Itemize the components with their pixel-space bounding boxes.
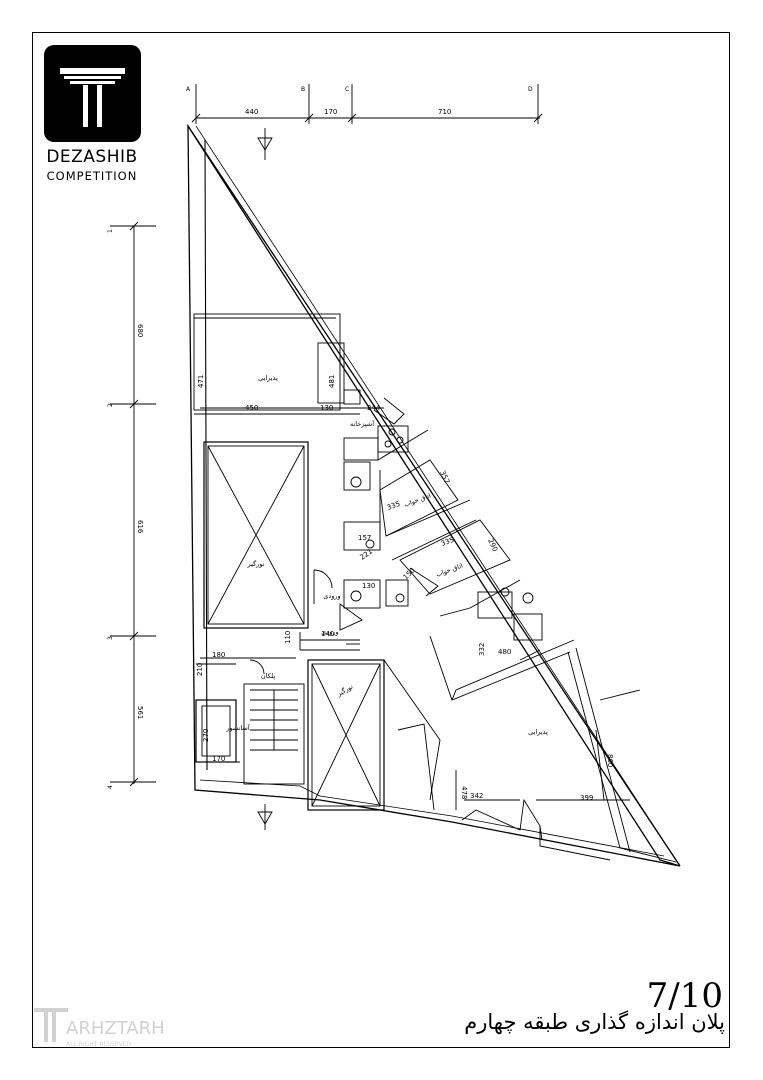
- dim-157: 157: [358, 534, 371, 542]
- brand-name: DEZASHIB: [46, 147, 138, 167]
- dim-170: 170: [212, 755, 225, 763]
- bathroom-2: [343, 579, 381, 609]
- dim-399: 399: [580, 794, 593, 802]
- dim-860: 860: [606, 754, 614, 767]
- dim-221: 221: [359, 547, 375, 561]
- dim-481: 481: [328, 375, 336, 388]
- dim-top-1: 440: [245, 108, 258, 116]
- room-label-living-bottom: پذیرایی: [528, 728, 548, 736]
- grid-label-3: 3: [107, 636, 114, 640]
- dim-270: 270: [202, 729, 210, 742]
- grid-label-4: 4: [107, 785, 114, 789]
- dim-342: 342: [470, 792, 483, 800]
- dim-left-3: 561: [136, 706, 144, 719]
- sheet-number: 7/10: [646, 976, 723, 1016]
- grid-label-c: C: [345, 86, 349, 93]
- sofa: [317, 342, 345, 404]
- grid-label-b: B: [301, 86, 305, 93]
- room-label-entrance-1: ورودی: [323, 592, 340, 600]
- dim-left-1: 680: [136, 324, 144, 337]
- dim-top-2: 170: [324, 108, 337, 116]
- dim-110: 110: [284, 631, 292, 644]
- bedroom-2: [399, 519, 511, 595]
- dim-450: 450: [245, 404, 258, 412]
- watermark-tagline: ALL RIGHT RESERVED: [66, 1041, 132, 1048]
- room-label-bedroom-2: اتاق خواب: [435, 562, 464, 579]
- room-label-elevator: آسانسور: [225, 723, 251, 732]
- grid-label-1: 1: [107, 229, 114, 233]
- dim-335b: 335: [440, 536, 455, 548]
- room-label-stairs: پلکان: [261, 672, 275, 680]
- room-label-living-top: پذیرایی: [258, 374, 278, 382]
- dim-130a: 130: [320, 404, 333, 412]
- dim-180: 180: [212, 651, 225, 659]
- brand-logo: [44, 45, 141, 142]
- grid-label-a: A: [186, 86, 191, 93]
- brand-block: DEZASHIB COMPETITION: [36, 148, 148, 184]
- dim-150: 150: [402, 566, 417, 581]
- dim-290: 290: [486, 537, 499, 553]
- dim-top-3: 710: [438, 108, 451, 116]
- room-label-lightwell-1: نورگیر: [247, 560, 265, 568]
- watermark-name: ARHZTARH: [66, 1018, 165, 1039]
- dim-left-2: 616: [136, 520, 144, 534]
- room-label-bedroom-1: اتاق خواب: [403, 492, 432, 509]
- dim-478: 478: [460, 786, 468, 799]
- room-label-entrance-2: ورودی: [321, 628, 338, 636]
- sheet-title: پلان اندازه گذاری طبقه چهارم: [464, 1010, 725, 1034]
- lightwell-1: [203, 441, 309, 629]
- dim-471: 471: [197, 375, 205, 388]
- living-room-top: [193, 313, 341, 411]
- brand-subtitle: COMPETITION: [46, 169, 138, 183]
- watermark-icon: ARHZTARH ALL RIGHT RESERVED: [34, 1008, 165, 1048]
- entrance-door-1: [313, 569, 333, 589]
- room-label-kitchen: آشپزخانه: [350, 419, 375, 428]
- dim-357: 357: [438, 469, 451, 485]
- column-logo-icon: [60, 68, 125, 127]
- dim-140: 140: [321, 630, 334, 638]
- kitchen-counter: [343, 437, 379, 461]
- room-label-lightwell-2: نورگیر: [335, 682, 355, 698]
- lightwell-2: [307, 659, 385, 811]
- dim-210: 210: [196, 663, 204, 676]
- dim-244: 244: [367, 404, 381, 412]
- dim-480: 480: [498, 648, 511, 656]
- stairs: [243, 683, 305, 785]
- outer-boundary: [187, 123, 681, 867]
- bathroom-1: [343, 521, 381, 551]
- grid-label-2: 2: [107, 403, 114, 407]
- dim-332: 332: [478, 643, 486, 656]
- dim-130b: 130: [362, 582, 375, 590]
- bedroom-1: [379, 459, 459, 537]
- dim-335a: 335: [386, 500, 401, 512]
- sheet-border: [32, 32, 730, 1048]
- watermark-logo: ARHZTARH ALL RIGHT RESERVED: [30, 1002, 190, 1052]
- grid-label-d: D: [528, 86, 533, 93]
